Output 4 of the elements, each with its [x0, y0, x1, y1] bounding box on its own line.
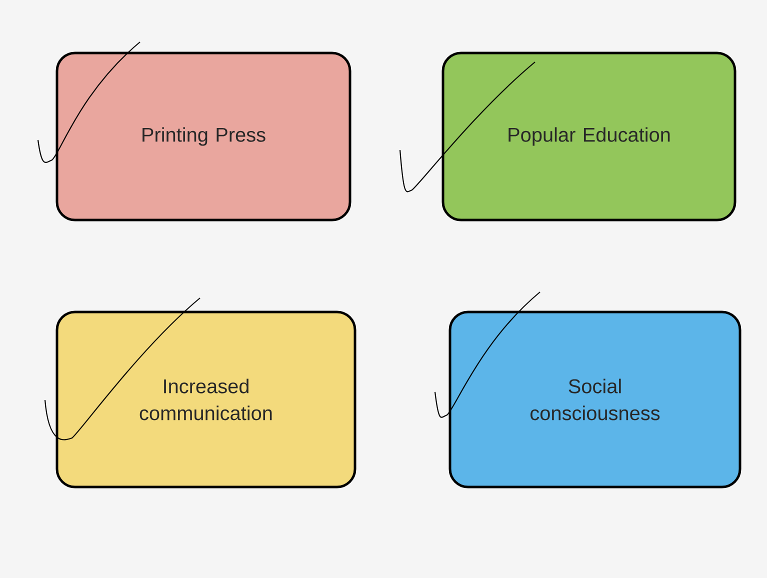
rounded-box: Social consciousness: [448, 310, 742, 488]
rounded-box: Increased communication: [56, 310, 356, 488]
rounded-box: Printing Press: [56, 52, 352, 222]
rounded-box: Popular Education: [442, 52, 736, 222]
